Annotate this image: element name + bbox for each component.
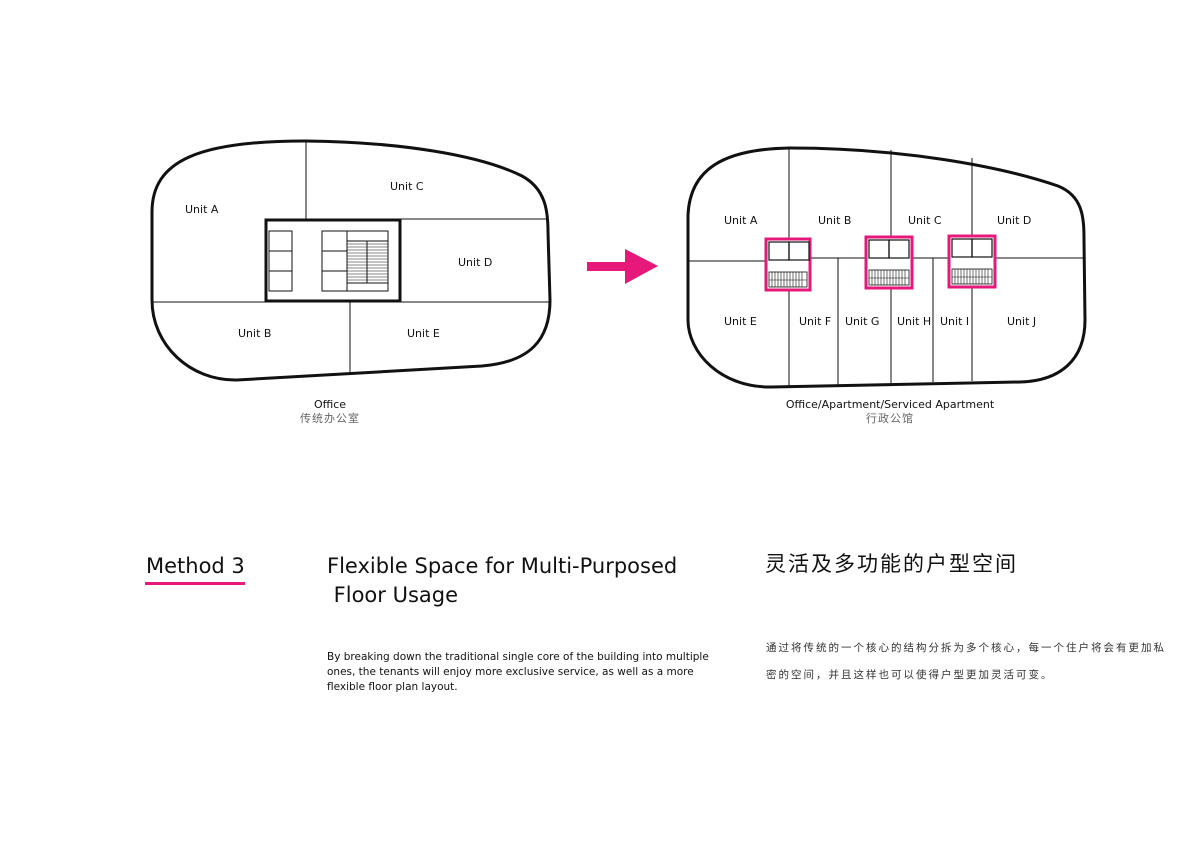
right-unit-g: Unit G bbox=[845, 315, 879, 328]
left-unit-b: Unit B bbox=[238, 327, 271, 340]
right-unit-e: Unit E bbox=[724, 315, 757, 328]
right-unit-j: Unit J bbox=[1007, 315, 1036, 328]
arrow-right-icon bbox=[587, 249, 658, 284]
left-floor-plan bbox=[150, 139, 552, 382]
left-caption: Office 传统办公室 bbox=[250, 398, 410, 426]
right-unit-a: Unit A bbox=[724, 214, 758, 227]
method-title-zh: 灵活及多功能的户型空间 bbox=[765, 552, 1018, 576]
right-floor-plan bbox=[686, 146, 1087, 389]
right-caption: Office/Apartment/Serviced Apartment 行政公馆 bbox=[760, 398, 1020, 426]
method-label: Method 3 bbox=[146, 554, 245, 578]
right-unit-i: Unit I bbox=[940, 315, 969, 328]
left-caption-en: Office bbox=[313, 398, 347, 411]
right-unit-c: Unit C bbox=[908, 214, 942, 227]
left-unit-e: Unit E bbox=[407, 327, 440, 340]
method-body-zh: 通过将传统的一个核心的结构分拆为多个核心，每一个住户将会有更加私密的空间，并且这… bbox=[766, 642, 1166, 681]
left-unit-c: Unit C bbox=[390, 180, 424, 193]
stair-icon bbox=[346, 230, 389, 292]
core-1 bbox=[764, 237, 812, 292]
method-title-en: Flexible Space for Multi-Purposed Floor … bbox=[327, 554, 678, 607]
central-core bbox=[264, 218, 402, 303]
core-2 bbox=[864, 235, 914, 290]
left-unit-d: Unit D bbox=[458, 256, 492, 269]
right-caption-zh: 行政公馆 bbox=[866, 412, 914, 425]
core-3 bbox=[947, 234, 997, 289]
right-building-outline bbox=[686, 146, 1087, 389]
right-unit-f: Unit F bbox=[799, 315, 831, 328]
right-unit-b: Unit B bbox=[818, 214, 851, 227]
left-unit-a: Unit A bbox=[185, 203, 219, 216]
right-unit-h: Unit H bbox=[897, 315, 931, 328]
right-caption-en: Office/Apartment/Serviced Apartment bbox=[785, 398, 995, 411]
method-body-en: By breaking down the traditional single … bbox=[327, 651, 709, 693]
right-unit-d: Unit D bbox=[997, 214, 1031, 227]
left-building-outline bbox=[150, 139, 552, 382]
left-caption-zh: 传统办公室 bbox=[300, 412, 360, 425]
method-underline bbox=[145, 582, 245, 585]
